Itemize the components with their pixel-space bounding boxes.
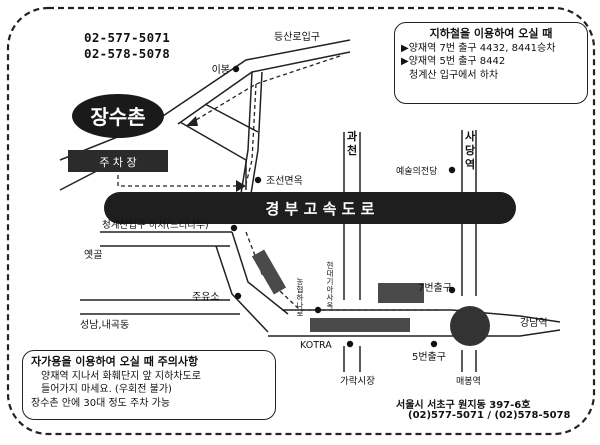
road-upper-outer bbox=[159, 39, 351, 119]
road-diag-a bbox=[231, 231, 289, 315]
label-exit7: 7번출구 bbox=[418, 282, 452, 294]
building-c bbox=[251, 249, 287, 295]
phone-number-2[interactable]: 02-578-5078 bbox=[84, 46, 171, 61]
car-line-2: 들어가지 마세요. (우회전 불가) bbox=[41, 384, 172, 395]
subway-info-box: 지하철을 이용하여 오실 때 ▶양재역 7번 출구 4432, 8441승차 ▶… bbox=[394, 22, 588, 104]
route-arrow-top bbox=[186, 116, 198, 126]
building-a bbox=[378, 283, 424, 303]
label-seongnam: 성남,내곡동 bbox=[80, 319, 129, 331]
highway-bar: 경 부 고 속 도 로 bbox=[104, 192, 516, 224]
parking-block: 주 차 장 bbox=[68, 150, 168, 172]
road-vertical-right bbox=[249, 71, 263, 201]
marker-hyundai bbox=[314, 306, 322, 314]
label-maebong: 매봉역 bbox=[456, 376, 481, 387]
marker-gas bbox=[234, 292, 242, 300]
car-info-box: 자가용을 이용하여 오실 때 주의사항 양재역 지나서 화훼단지 앞 지하차도로… bbox=[22, 350, 276, 420]
car-box-title: 자가용을 이용하여 오실 때 주의사항 bbox=[31, 355, 199, 368]
phone-number-1[interactable]: 02-577-5071 bbox=[84, 30, 171, 45]
label-gas-station: 주유소 bbox=[192, 291, 220, 303]
marker-kotra bbox=[346, 340, 354, 348]
road-diag-b bbox=[215, 245, 269, 333]
route-parking bbox=[117, 168, 246, 187]
label-ibong: 이봉 bbox=[212, 64, 230, 76]
subway-line-2: ▶양재역 5번 출구 8442 bbox=[401, 56, 506, 67]
markers bbox=[230, 65, 456, 348]
route-top bbox=[185, 55, 341, 127]
label-exit5: 5번출구 bbox=[412, 351, 446, 363]
address-line-1: 서울시 서초구 원지동 397-6호 bbox=[396, 400, 531, 411]
road-diag-connector bbox=[204, 103, 259, 133]
restaurant-label: 장수촌 bbox=[90, 105, 145, 129]
map-labels: 등산로입구 이봉 조선면옥 청계산입구 하차(느티나무) 옛골 주유소 성남,내… bbox=[80, 30, 548, 387]
route-arrow-parking bbox=[236, 180, 246, 192]
marker-ibong bbox=[232, 65, 240, 73]
marker-art-hall bbox=[448, 166, 456, 174]
label-joseon: 조선면옥 bbox=[266, 175, 303, 187]
label-art-hall: 예술의전당 bbox=[396, 166, 437, 177]
route-guide bbox=[117, 55, 440, 311]
road-vertical-left bbox=[239, 71, 253, 201]
buildings bbox=[251, 249, 424, 332]
route-bottom bbox=[245, 231, 440, 311]
label-kotra: KOTRA bbox=[300, 340, 332, 351]
label-entrance-top: 등산로입구 bbox=[274, 30, 320, 43]
label-garak: 가락시장 bbox=[340, 375, 375, 387]
subway-line-1: ▶양재역 7번 출구 4432, 8441승차 bbox=[401, 42, 556, 54]
marker-cheonggyesan bbox=[230, 224, 238, 232]
subway-box-title: 지하철을 이용하여 오실 때 bbox=[429, 27, 553, 40]
label-gangnam: 강남역 bbox=[520, 317, 548, 329]
car-line-3: 장수촌 안에 30대 정도 주차 가능 bbox=[31, 397, 171, 409]
restaurant-marker: 장수촌 bbox=[72, 94, 164, 138]
car-line-1: 양재역 지나서 화훼단지 앞 지하차도로 bbox=[41, 370, 201, 382]
label-yetgol: 옛골 bbox=[84, 249, 102, 261]
marker-joseon bbox=[254, 176, 262, 184]
address-line-2: (02)577-5071 / (02)578-5078 bbox=[408, 410, 571, 421]
dashed-border bbox=[6, 6, 596, 436]
road-diag-down bbox=[179, 121, 247, 190]
highway-label: 경 부 고 속 도 로 bbox=[266, 200, 375, 218]
mountain-roads bbox=[59, 39, 351, 201]
route-down bbox=[245, 83, 257, 185]
marker-exit7 bbox=[448, 286, 456, 294]
gangnam-circle bbox=[450, 306, 490, 346]
marker-exit5 bbox=[430, 340, 438, 348]
label-cheonggyesan: 청계산입구 하차(느티나무) bbox=[102, 219, 209, 231]
subway-line-3: 청계산 입구에서 하차 bbox=[409, 69, 499, 81]
parking-label: 주 차 장 bbox=[99, 156, 136, 169]
building-b bbox=[310, 318, 410, 332]
